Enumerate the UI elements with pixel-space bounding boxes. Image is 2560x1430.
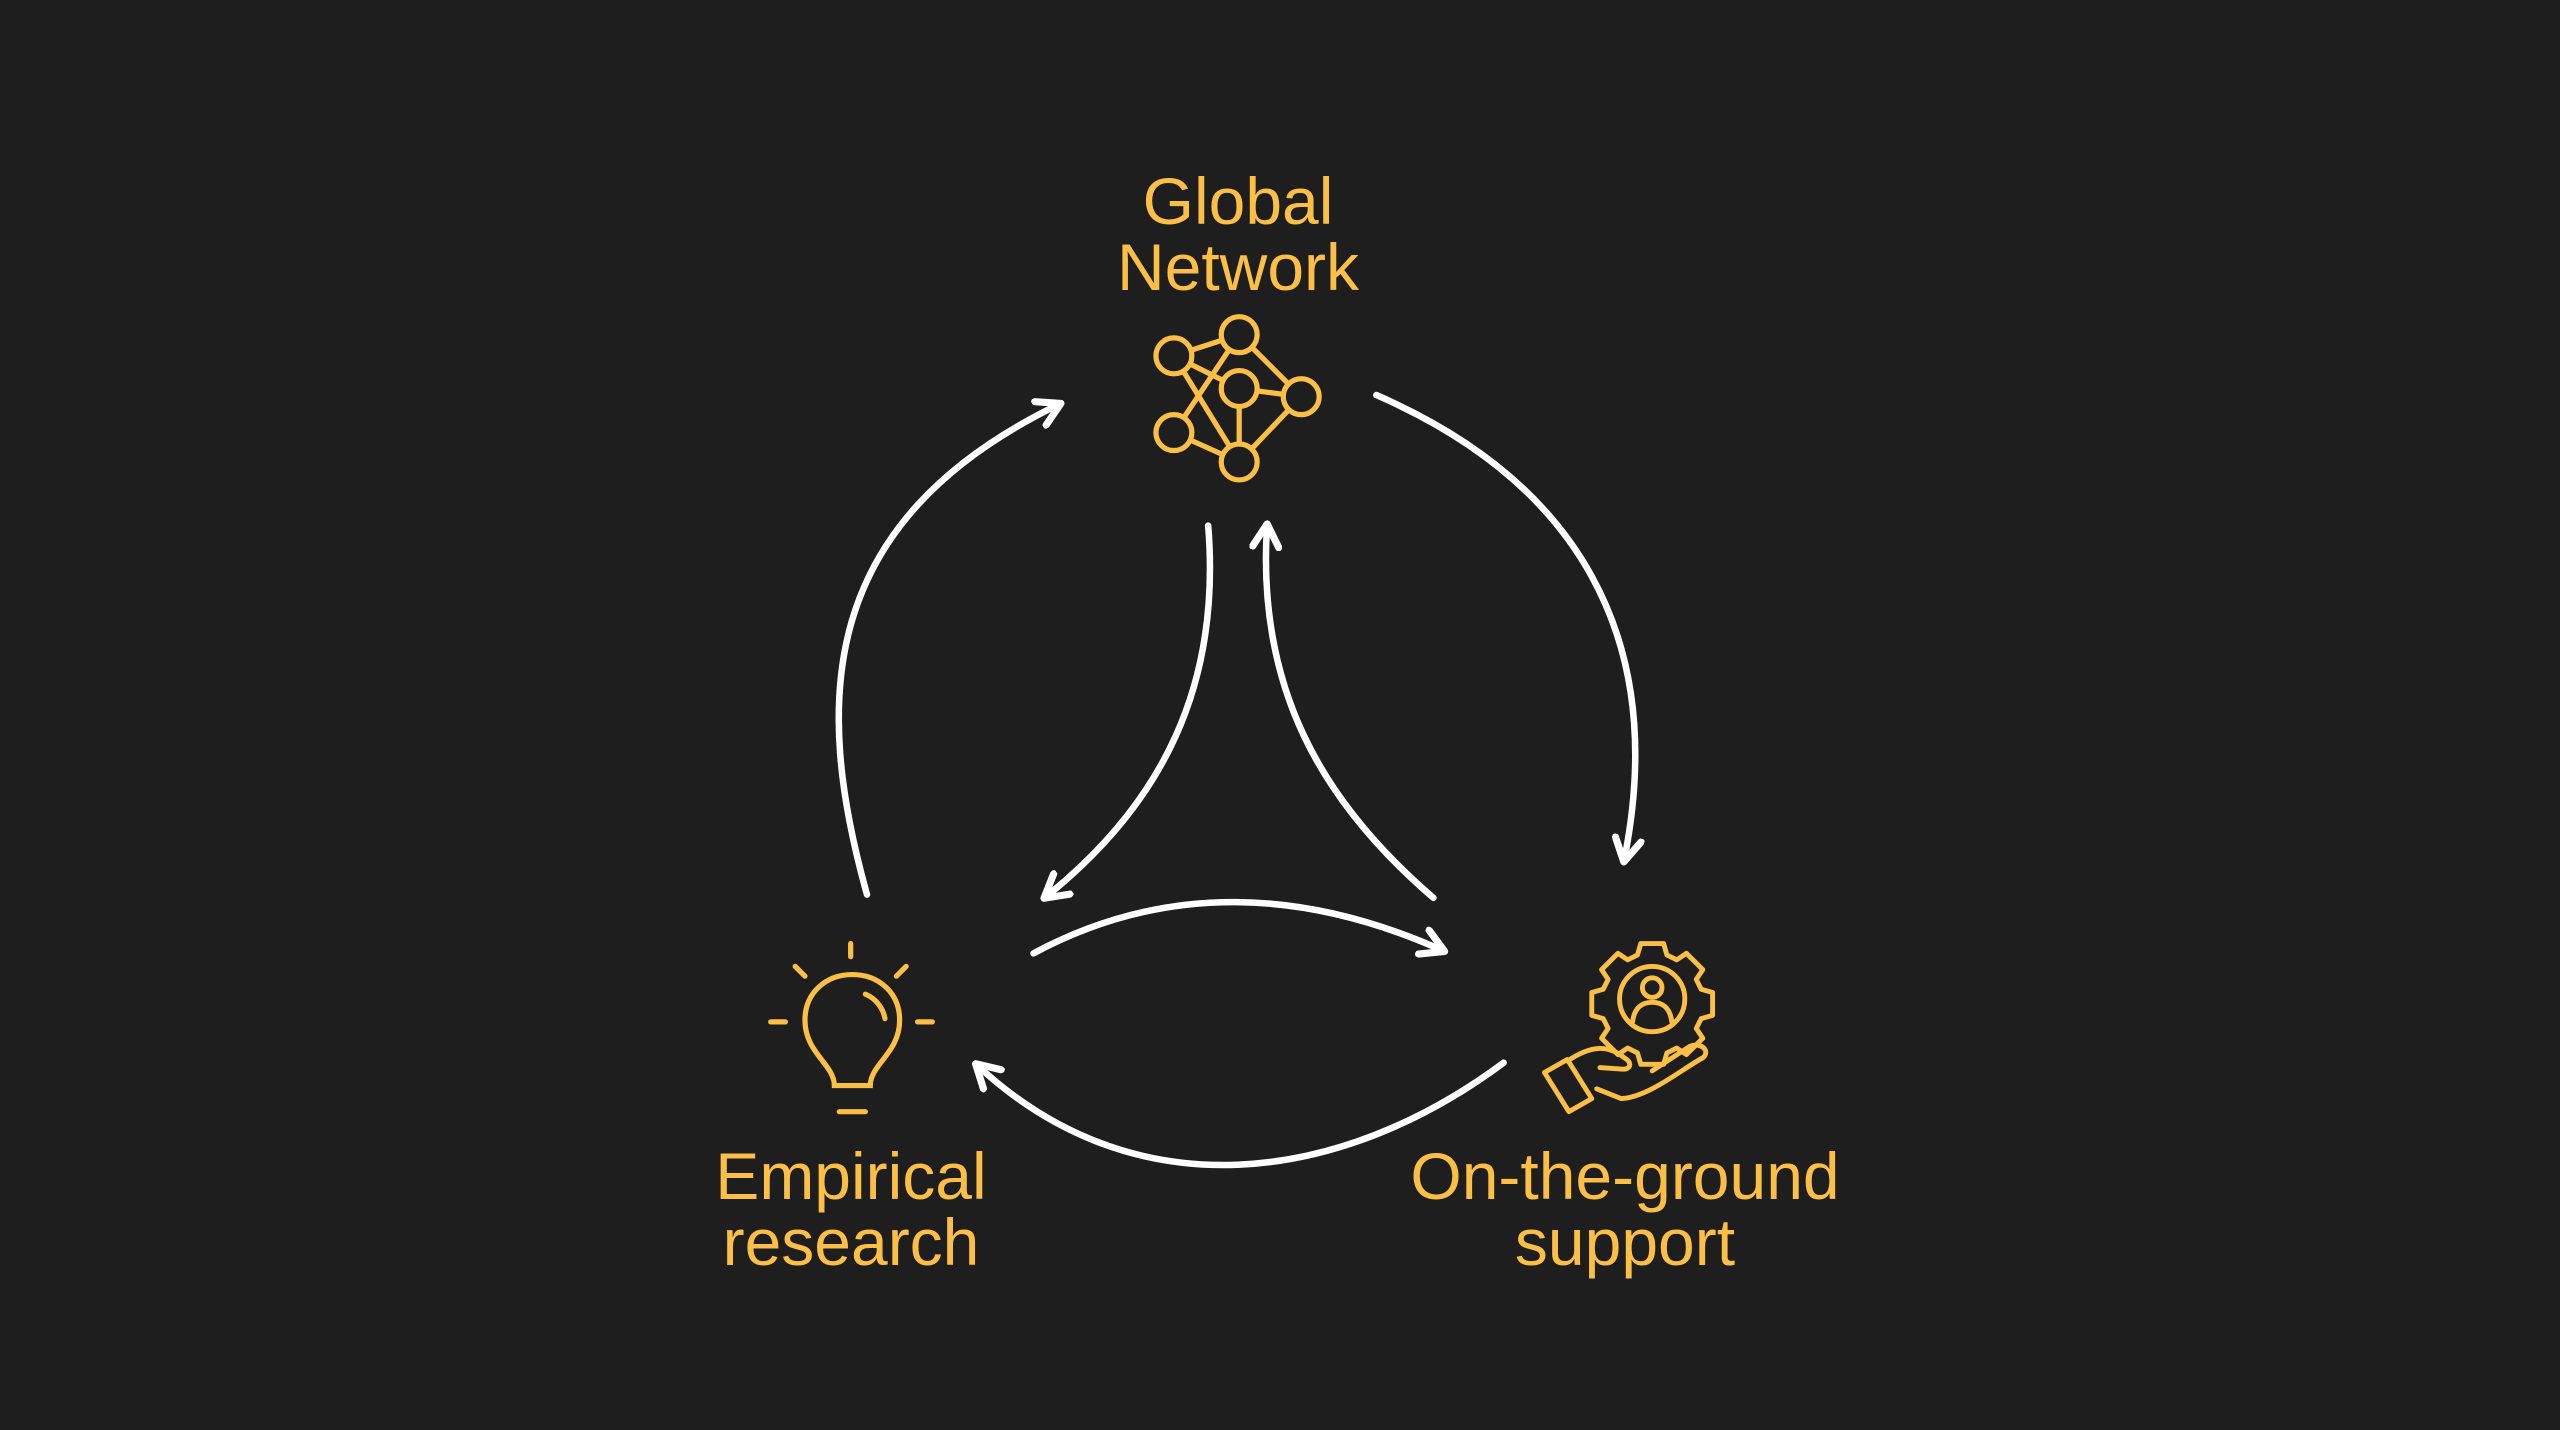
node-on-the-ground-support-label: On-the-ground support (1325, 1143, 1925, 1275)
label-line: Network (1116, 230, 1360, 304)
label-line: Empirical (715, 1139, 987, 1213)
arrow-research-to-network (835, 405, 1058, 898)
node-global-network-label: Global Network (938, 168, 1538, 300)
node-empirical-research-label: Empirical research (551, 1143, 1151, 1275)
arrow-support-to-research (978, 1059, 1507, 1169)
arrow-support-to-network-inner (1266, 527, 1437, 902)
gear-hand-icon (1542, 941, 1716, 1115)
label-line: Global (1142, 164, 1334, 238)
arrow-research-to-support-inner (1030, 898, 1442, 953)
label-line: On-the-ground (1410, 1139, 1840, 1213)
lightbulb-icon (768, 940, 935, 1115)
arrow-network-to-research-inner (1047, 522, 1214, 897)
arrow-network-to-support (1373, 391, 1635, 859)
label-line: research (722, 1205, 980, 1279)
network-icon (1153, 314, 1322, 483)
label-line: support (1514, 1205, 1736, 1279)
